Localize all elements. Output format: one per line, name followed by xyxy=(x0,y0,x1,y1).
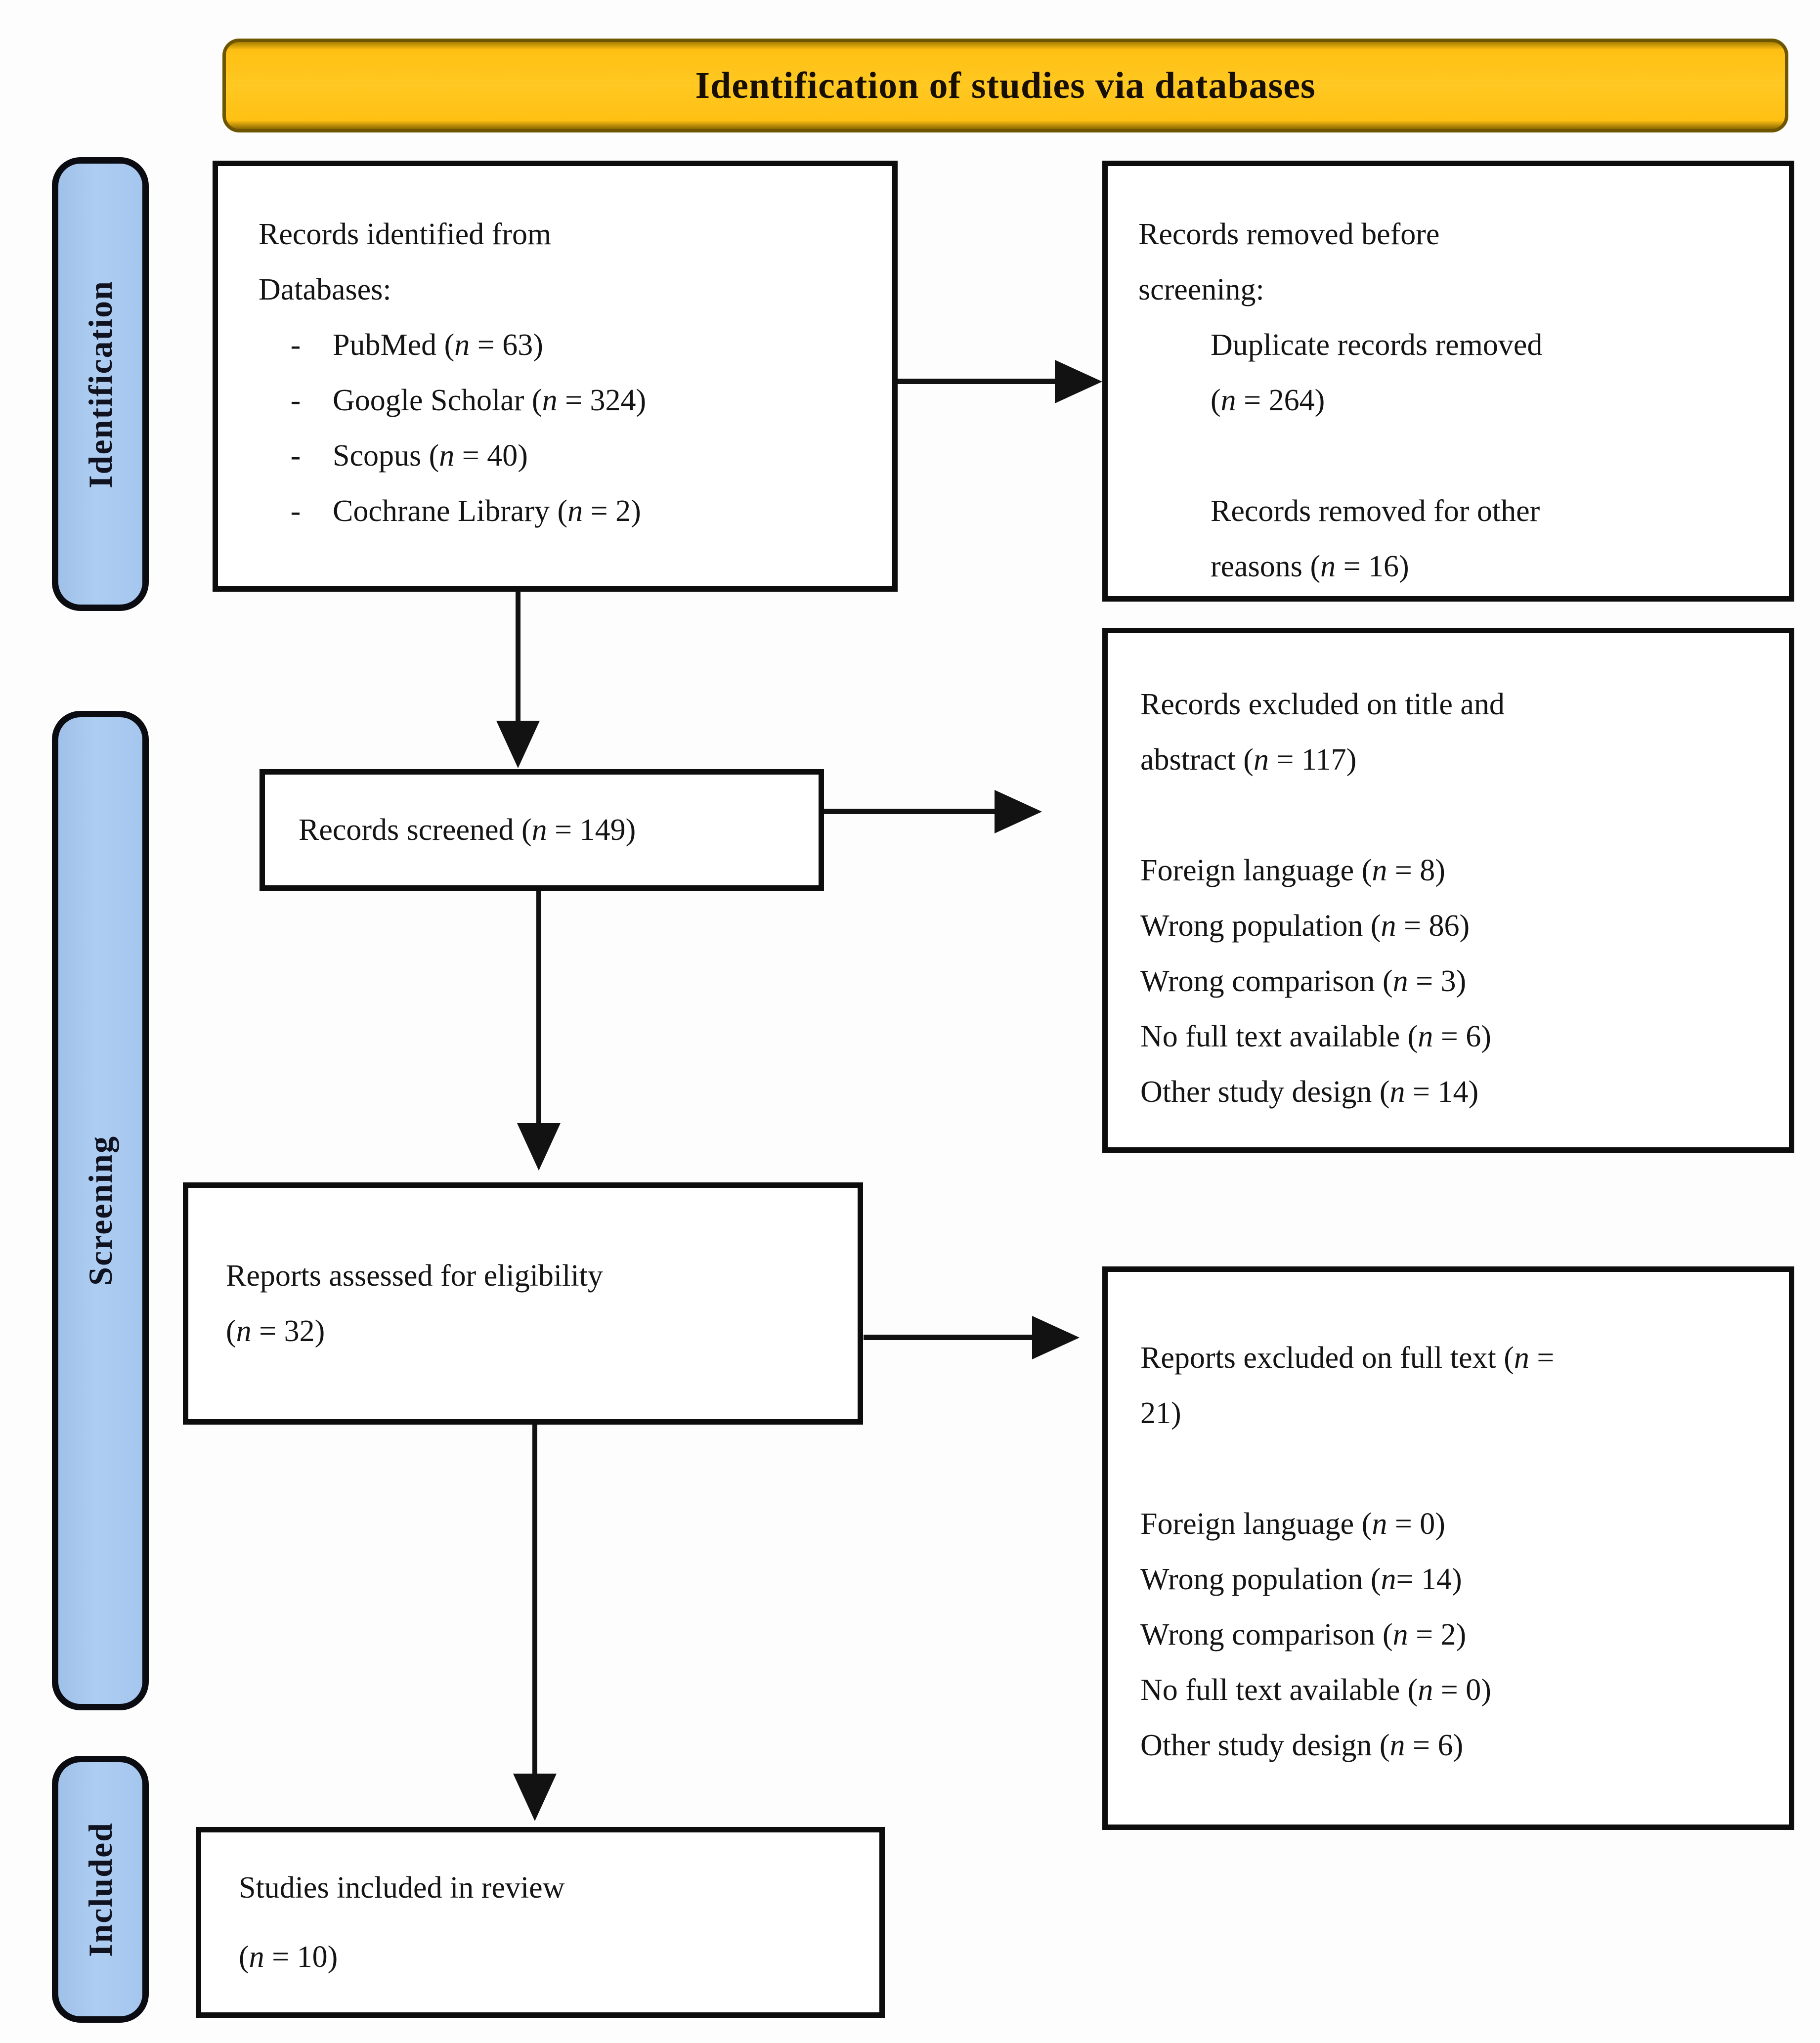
dash-bullet: - xyxy=(290,494,301,528)
excluded-ta-reason-2: Wrong population (n = 86) xyxy=(1140,909,1470,943)
stage-label-included: Included xyxy=(52,1756,149,2023)
arrow-assessed-to-excluded-line xyxy=(864,1335,1034,1340)
studies-included-line1: Studies included in review xyxy=(239,1871,565,1905)
arrow-screened-to-assessed-head-icon xyxy=(517,1123,561,1171)
arrow-screened-to-excluded-head-icon xyxy=(995,790,1042,833)
stage-label-identification: Identification xyxy=(52,157,149,611)
records-identified-box: Records identified from Databases: - Pub… xyxy=(213,161,898,592)
database-item-google-scholar: - Google Scholar (n = 324) xyxy=(259,373,863,428)
excluded-ta-reason-3: Wrong comparison (n = 3) xyxy=(1140,964,1467,998)
duplicates-removed-line1: Duplicate records removed xyxy=(1211,328,1543,362)
database-item-scopus: - Scopus (n = 40) xyxy=(259,428,863,483)
excluded-ta-title-line1: Records excluded on title and xyxy=(1140,688,1505,721)
records-identified-title-line1: Records identified from xyxy=(259,217,552,251)
reports-assessed-box: Reports assessed for eligibility (n = 32… xyxy=(183,1182,863,1425)
arrow-assessed-to-excluded-head-icon xyxy=(1032,1316,1080,1359)
title-banner: Identification of studies via databases xyxy=(222,39,1788,132)
arrow-assessed-to-included-head-icon xyxy=(513,1774,557,1821)
arrow-screened-to-excluded-line xyxy=(824,809,997,814)
excluded-ta-reason-4: No full text available (n = 6) xyxy=(1140,1020,1491,1053)
excluded-ta-title-line2: abstract (n = 117) xyxy=(1140,743,1357,777)
records-removed-title-line1: Records removed before xyxy=(1138,217,1440,251)
records-removed-title-line2: screening: xyxy=(1138,273,1264,306)
reports-assessed-line2: (n = 32) xyxy=(226,1314,325,1348)
stage-label-included-text: Included xyxy=(81,1822,119,1957)
other-reasons-line1: Records removed for other xyxy=(1211,494,1540,528)
diagram-title: Identification of studies via databases xyxy=(695,64,1316,106)
spacer xyxy=(1140,1441,1759,1496)
records-excluded-title-abstract-box: Records excluded on title and abstract (… xyxy=(1102,628,1794,1153)
arrow-identified-to-removed-line xyxy=(898,379,1061,384)
records-identified-title-line2: Databases: xyxy=(259,273,391,306)
excluded-ft-reason-1: Foreign language (n = 0) xyxy=(1140,1507,1445,1541)
arrow-identified-to-screened-head-icon xyxy=(496,721,540,768)
other-reasons-line2: reasons (n = 16) xyxy=(1211,550,1409,583)
excluded-ft-reason-3: Wrong comparison (n = 2) xyxy=(1140,1618,1467,1652)
stage-label-identification-text: Identification xyxy=(81,280,119,488)
dash-bullet: - xyxy=(290,384,301,417)
arrow-identified-to-screened-line xyxy=(516,591,520,725)
stage-label-screening-text: Screening xyxy=(81,1135,119,1286)
excluded-ft-reason-4: No full text available (n = 0) xyxy=(1140,1673,1491,1707)
records-removed-box: Records removed before screening: Duplic… xyxy=(1102,161,1794,602)
excluded-ft-title-line2: 21) xyxy=(1140,1396,1181,1430)
arrow-assessed-to-included-line xyxy=(532,1425,537,1778)
studies-included-box: Studies included in review (n = 10) xyxy=(196,1827,885,2018)
excluded-ft-title-line1: Reports excluded on full text (n = xyxy=(1140,1341,1555,1375)
database-item-cochrane: - Cochrane Library (n = 2) xyxy=(259,483,863,539)
excluded-ft-reason-2: Wrong population (n= 14) xyxy=(1140,1563,1462,1596)
spacer xyxy=(1138,428,1754,483)
database-item-pubmed: - PubMed (n = 63) xyxy=(259,317,863,373)
records-screened-text: Records screened (n = 149) xyxy=(299,813,636,847)
duplicates-removed-line2: (n = 264) xyxy=(1211,384,1325,417)
stage-label-screening: Screening xyxy=(52,711,149,1710)
spacer xyxy=(1140,787,1759,843)
arrow-screened-to-assessed-line xyxy=(536,891,541,1127)
excluded-ta-reason-1: Foreign language (n = 8) xyxy=(1140,854,1445,887)
records-screened-box: Records screened (n = 149) xyxy=(260,769,824,891)
dash-bullet: - xyxy=(290,328,301,362)
reports-excluded-full-text-box: Reports excluded on full text (n = 21) F… xyxy=(1102,1266,1794,1830)
arrow-identified-to-removed-head-icon xyxy=(1055,360,1102,403)
excluded-ta-reason-5: Other study design (n = 14) xyxy=(1140,1075,1479,1109)
excluded-ft-reason-5: Other study design (n = 6) xyxy=(1140,1729,1464,1762)
reports-assessed-line1: Reports assessed for eligibility xyxy=(226,1259,603,1293)
studies-included-line2: (n = 10) xyxy=(239,1940,338,1974)
dash-bullet: - xyxy=(290,439,301,473)
